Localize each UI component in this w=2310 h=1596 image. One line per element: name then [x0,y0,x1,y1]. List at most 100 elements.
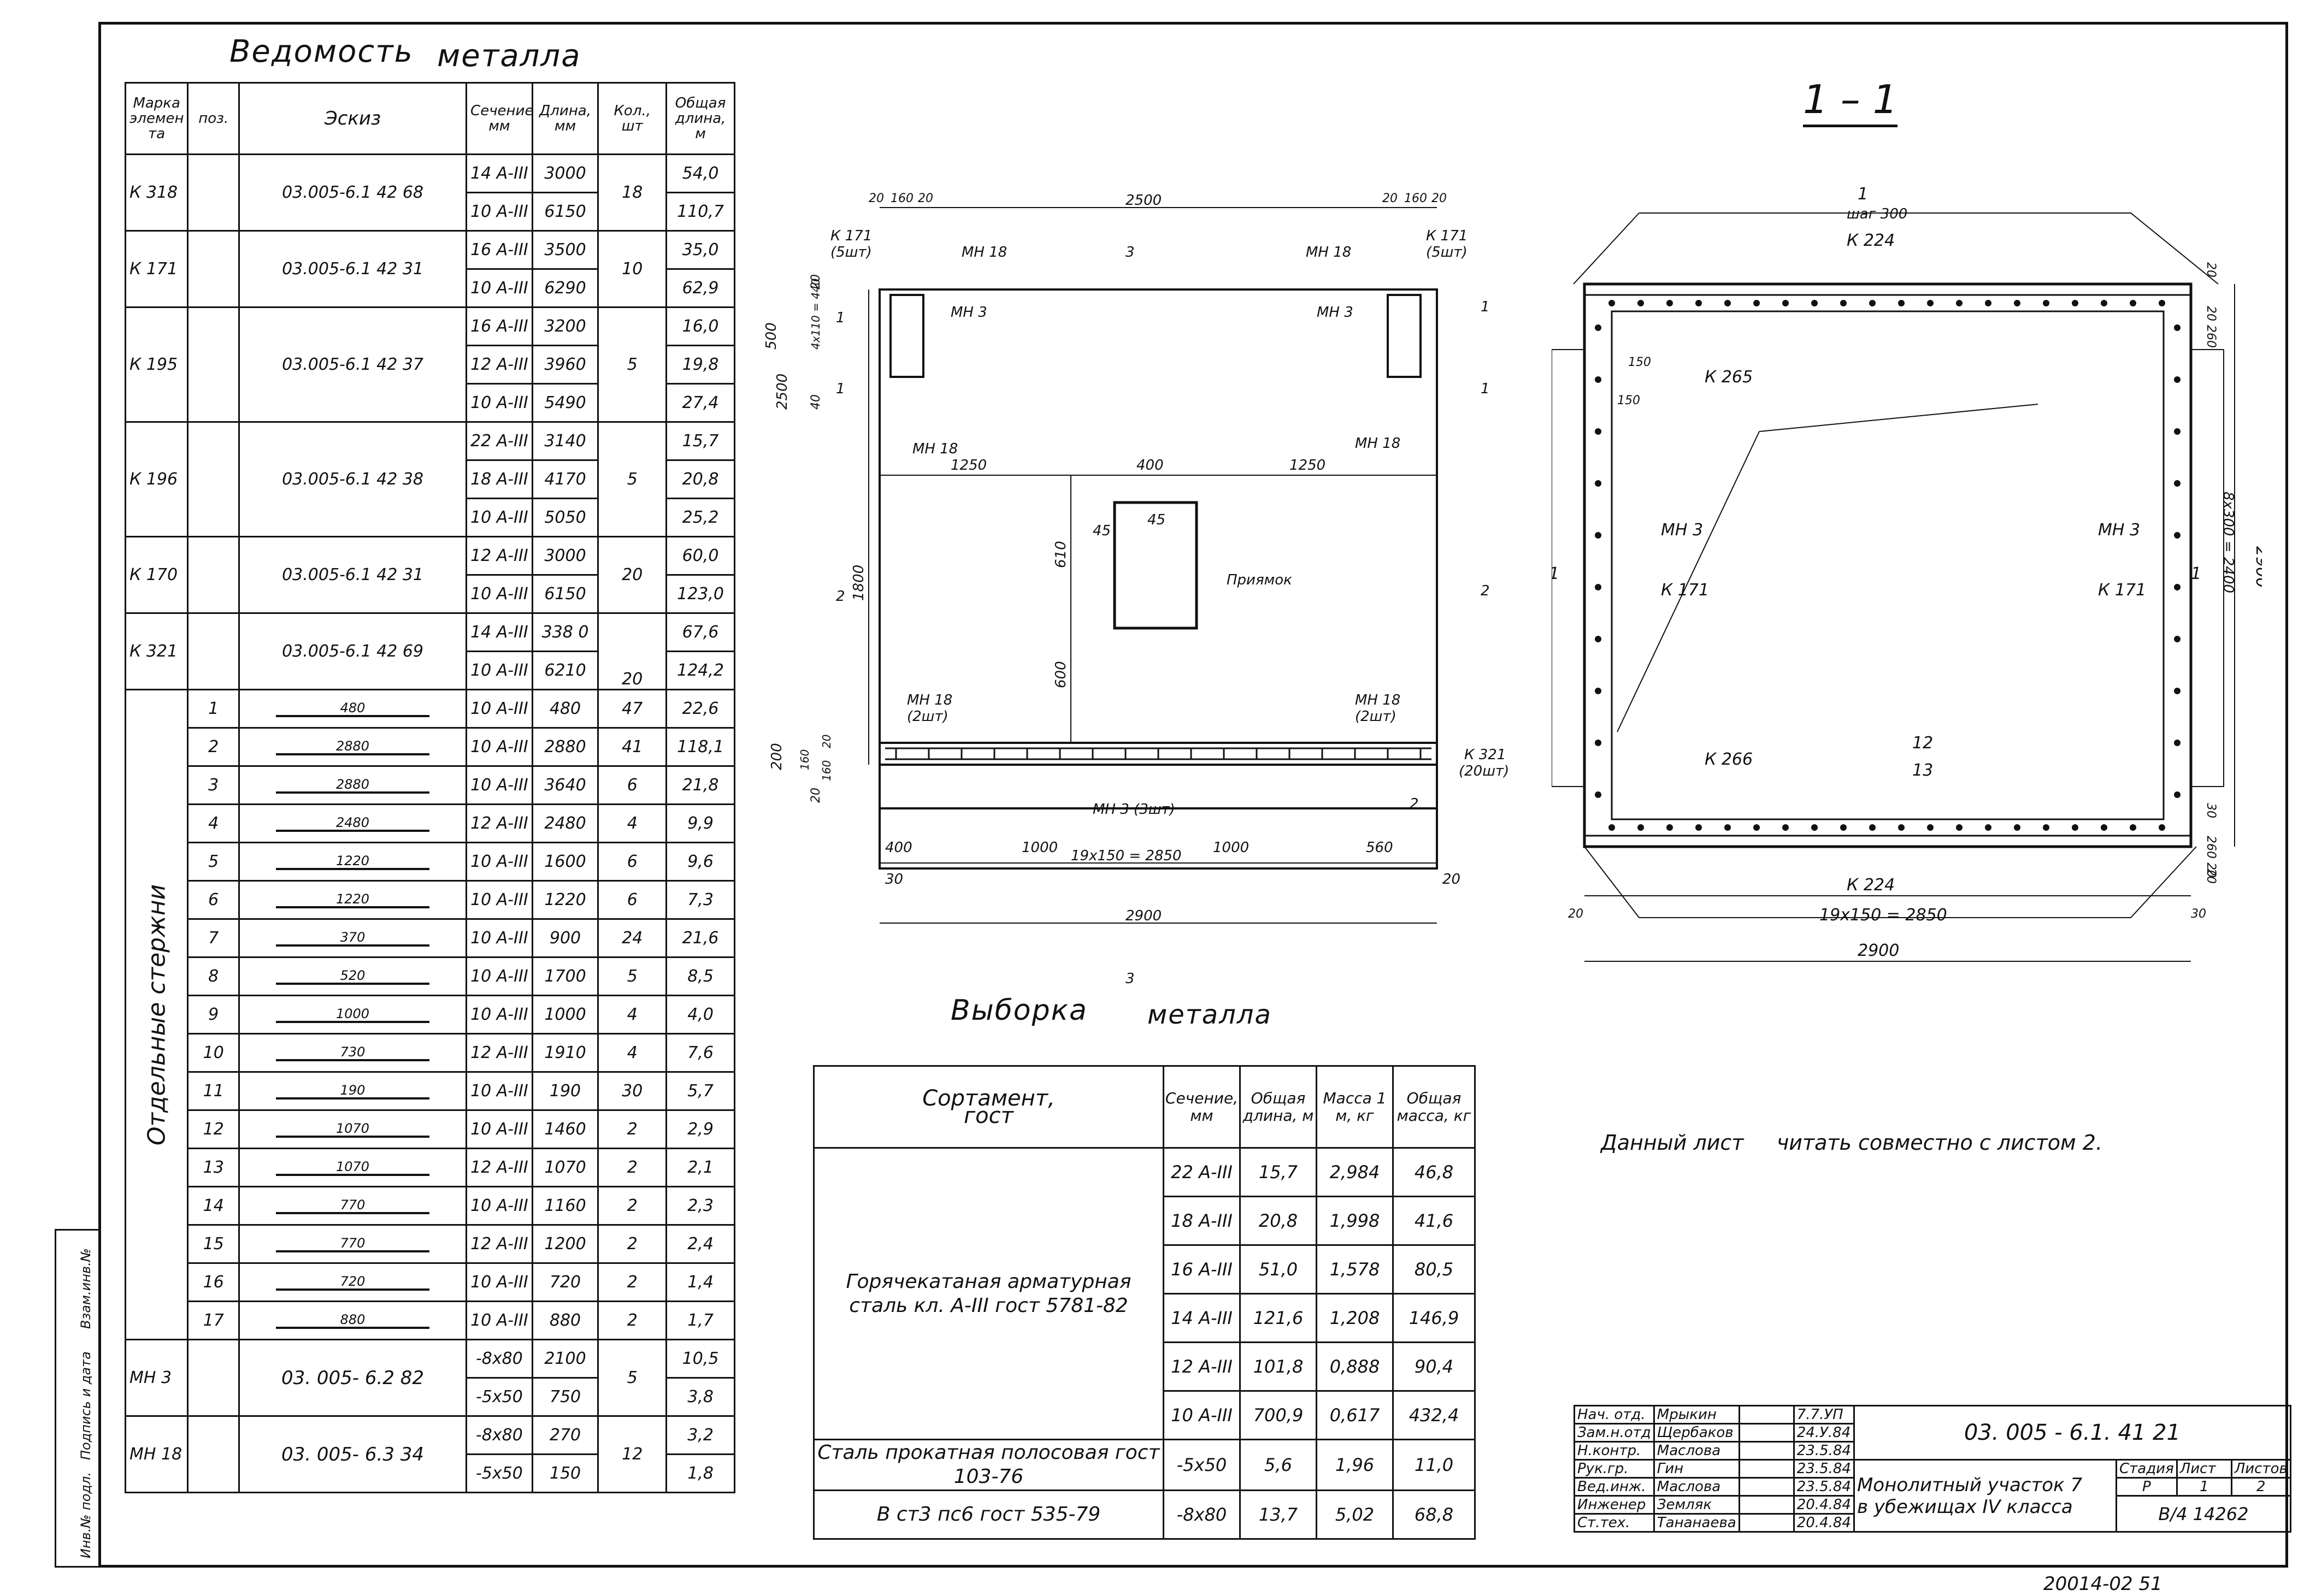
separate-dl: 190 [531,1071,599,1111]
side-label-inv: Инв.№ подл. [78,1472,93,1558]
separate-kol: 2 [597,1262,668,1302]
rebar-dot [2174,376,2181,383]
stamp-date: 23.5.84 [1793,1459,1855,1479]
side-label-sign: Подпись и дата [78,1351,93,1460]
g0-mark: К 318 [124,153,189,232]
separate-dl: 900 [531,918,599,958]
rebar-dot [1927,300,1934,306]
separate-sketch-length: 190 [340,1082,366,1098]
p1-r1-dl: 150 [531,1453,599,1493]
plan-dim-40: 40 [809,394,823,410]
rebar-dot [1595,688,1601,694]
rebar-dot [1782,824,1789,831]
plan-dim-20c: 20 [1382,192,1398,205]
plan-lbl-mn18f: МН 18 [1355,692,1400,708]
p1-r1-sech: -5х50 [465,1453,533,1493]
plan-lbl-mn18f-q: (2шт) [1355,708,1396,725]
separate-kol: 2 [597,1148,668,1187]
rebar-dot [1840,824,1847,831]
separate-dl: 2480 [531,803,599,843]
plan-dim-1800: 1800 [851,565,867,601]
g0-r0-sech: 14 А-III [465,153,533,193]
plan-lbl-k321: К 321 [1464,747,1506,763]
rebar-dot [2072,824,2078,831]
stamp-name: Гин [1653,1459,1740,1479]
bar-shape [276,1326,429,1329]
separate-dl: 880 [531,1301,599,1340]
bar-shape [276,906,429,908]
separate-sketch-length: 370 [340,929,366,945]
rebar-dot [1956,300,1963,306]
vyb-g2-1-m1: 5,02 [1316,1489,1394,1540]
g2-mark: К 195 [124,306,189,423]
separate-ob: 8,5 [665,956,735,996]
separate-poz: 12 [187,1109,240,1149]
side-strip: Инв.№ подл. Подпись и дата Взам.инв.№ [55,1229,98,1568]
p1-r0-ob: 3,2 [665,1415,735,1455]
stamp-date: 7.7.УП [1793,1405,1855,1424]
plan-lbl-mn3c: МН 3 (3шт) [1093,801,1175,818]
stamp-list: 1 [2176,1477,2232,1497]
stamp-object-name-2: в убежищах IV класса [1857,1495,2073,1518]
plan-dim-2500: 2500 [774,374,791,410]
vyb-g1-0-sech: 22 А-III [1163,1147,1241,1197]
plan-dim-160: 160 [798,749,811,770]
sec-mn3a: МН 3 [1661,521,1703,540]
p1-mark: МН 18 [124,1415,189,1493]
g2-r1-sech: 12 А-III [465,345,533,385]
plan-dim-160b: 160 [1404,192,1427,205]
bottom-code: 20014-02 51 [2043,1573,2162,1595]
separate-kol: 47 [597,689,668,729]
separate-ob: 118,1 [665,727,735,767]
vyb-g1-1-dl: 20,8 [1239,1196,1317,1246]
plan-dim-600: 600 [1053,661,1069,688]
g1-r0-dl: 3500 [531,230,599,270]
sec-k171a: К 171 [1661,581,1709,600]
rebar-dot [2159,300,2165,306]
plan-dim-top: 2500 [1125,192,1162,209]
note-text: Данный лист читать совместно с листом 2. [1601,1131,2103,1155]
separate-ob: 2,9 [665,1109,735,1149]
separate-dl: 1700 [531,956,599,996]
vyb-g2-0-dl: 5,6 [1239,1439,1317,1491]
rebar-dot [1595,791,1601,798]
sec-dim-20c: 20 [2204,868,2218,884]
vyb-g1-2-m: 80,5 [1392,1244,1476,1294]
separate-sketch: 730 [238,1033,468,1073]
separate-kol: 4 [597,803,668,843]
separate-sketch-length: 1070 [335,1158,370,1174]
g3-r0-ob: 15,7 [665,421,735,461]
separate-sketch-length: 770 [340,1235,366,1251]
plan-sec-3b: 3 [1125,971,1135,987]
rebar-dot [1782,300,1789,306]
plan-sec-1a: 1 [836,310,845,326]
sec-dim-30b: 30 [2191,907,2206,921]
plan-dim-20d: 20 [1431,192,1447,205]
separate-dl: 1910 [531,1033,599,1073]
sec-one-r: 1 [2191,564,2201,583]
hdr-poz: поз. [187,82,240,155]
separate-kol: 6 [597,765,668,805]
separate-sketch: 1220 [238,842,468,882]
plan-lbl-mn18d: МН 18 [1355,435,1400,452]
separate-ob: 2,1 [665,1148,735,1187]
drawing-frame [98,22,2288,1568]
separate-poz: 14 [187,1186,240,1226]
bar-shape [276,1250,429,1252]
plan-dim-160c: 160 [820,760,833,781]
rebar-dot [1595,480,1601,487]
vyb-group2-label-b: В ст3 пс6 гост 535-79 [813,1489,1164,1540]
separate-dl: 1220 [531,880,599,920]
section-outline [1583,282,2193,848]
separate-sketch: 1220 [238,880,468,920]
bar-shape [276,1020,429,1023]
rebar-dot [1695,824,1702,831]
sec-dim-150b: 150 [1617,394,1640,407]
